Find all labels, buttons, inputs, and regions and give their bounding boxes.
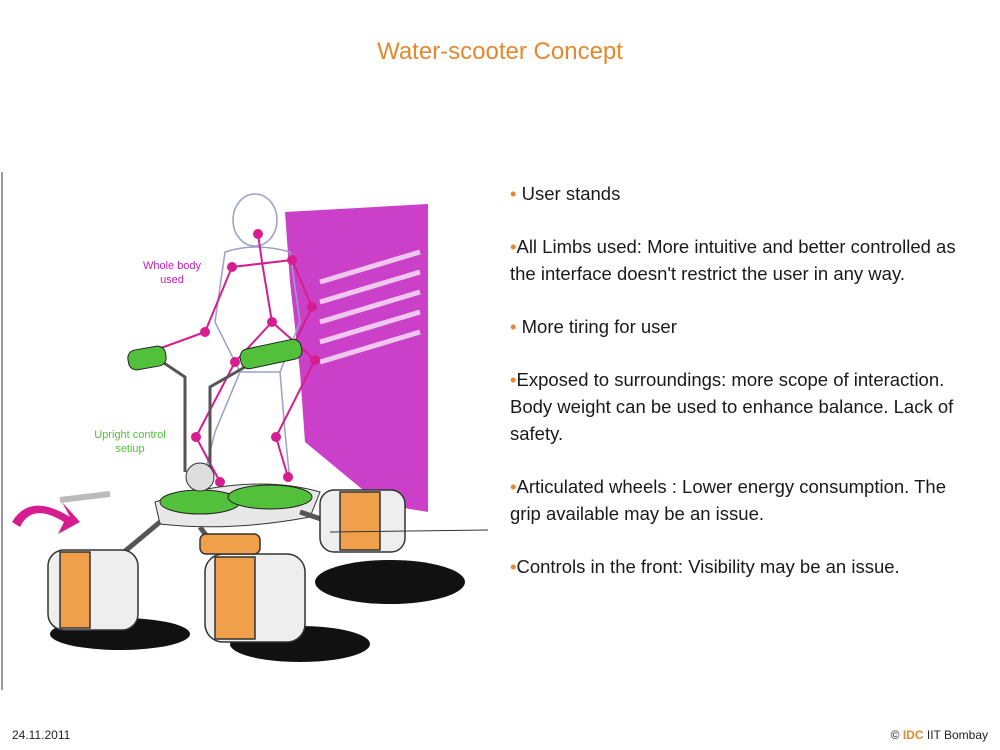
label-upright-control: Upright control <box>94 429 166 441</box>
bullet-dot-icon: • <box>510 369 517 390</box>
copyright-icon: © <box>890 728 900 742</box>
slide-title: Water-scooter Concept <box>377 38 623 65</box>
bullet-dot-icon: • <box>510 316 517 337</box>
label-upright-control-2: setiup <box>115 443 144 455</box>
bullet-item: •Controls in the front: Visibility may b… <box>510 556 900 577</box>
rotation-arrow-icon <box>12 502 80 534</box>
label-whole-body: Whole body <box>143 260 202 272</box>
bullet-dot-icon: • <box>510 556 517 577</box>
footer-date: 24.11.2011 <box>12 728 71 742</box>
bullet-dot-icon: • <box>510 236 517 257</box>
footer-brand: © IDC IIT Bombay <box>891 728 988 742</box>
water-scooter-sketch: Whole body used Upright control setiup <box>1 172 489 690</box>
bullet-item: • User stands <box>510 183 621 204</box>
bullet-item: •All Limbs used: More intuitive and bett… <box>510 236 956 284</box>
bullet-dot-icon: • <box>510 476 517 497</box>
bullet-item: • More tiring for user <box>510 316 677 337</box>
brand-idc: IDC <box>902 728 924 742</box>
label-whole-body-2: used <box>160 274 184 286</box>
bullet-dot-icon: • <box>510 183 517 204</box>
bullet-item: •Articulated wheels : Lower energy consu… <box>510 476 946 524</box>
brand-name: IIT Bombay <box>926 728 988 742</box>
bullet-list: • User stands •All Limbs used: More intu… <box>510 180 980 606</box>
bullet-item: •Exposed to surroundings: more scope of … <box>510 369 954 444</box>
magenta-backdrop <box>285 204 428 512</box>
